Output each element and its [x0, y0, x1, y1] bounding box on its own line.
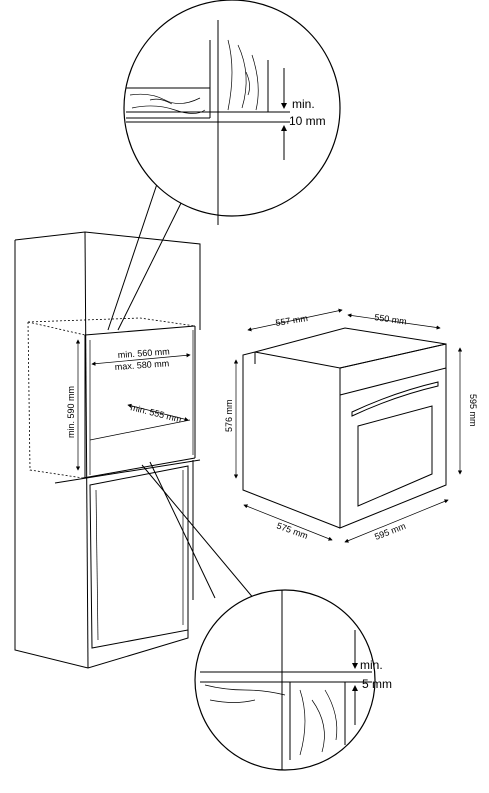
- niche-depth-label: min. 555 mm: [130, 402, 183, 424]
- top-detail-callout: [107, 0, 341, 331]
- oven: [242, 327, 447, 529]
- oven-front-height-label: 595 mm: [468, 394, 478, 427]
- cabinet: [14, 231, 201, 669]
- top-detail-value-label: 10 mm: [289, 114, 326, 128]
- niche-width-min-label: min. 560 mm: [117, 346, 170, 360]
- bottom-detail-callout: [141, 461, 376, 771]
- oven-bottom-depth-label: 575 mm: [275, 520, 309, 541]
- niche-height-label: min. 590 mm: [66, 386, 76, 438]
- bottom-detail-value-label: 5 mm: [362, 677, 392, 691]
- oven-side-height-label: 576 mm: [224, 399, 234, 432]
- oven-dimensions: [233, 308, 463, 543]
- oven-bottom-width-label: 595 mm: [373, 521, 407, 542]
- niche-width-max-label: max. 580 mm: [114, 358, 169, 372]
- oven-top-depth-label: 557 mm: [275, 313, 309, 328]
- oven-top-width-label: 550 mm: [374, 312, 408, 326]
- top-detail-min-label: min.: [292, 97, 315, 111]
- bottom-detail-min-label: min.: [360, 658, 383, 672]
